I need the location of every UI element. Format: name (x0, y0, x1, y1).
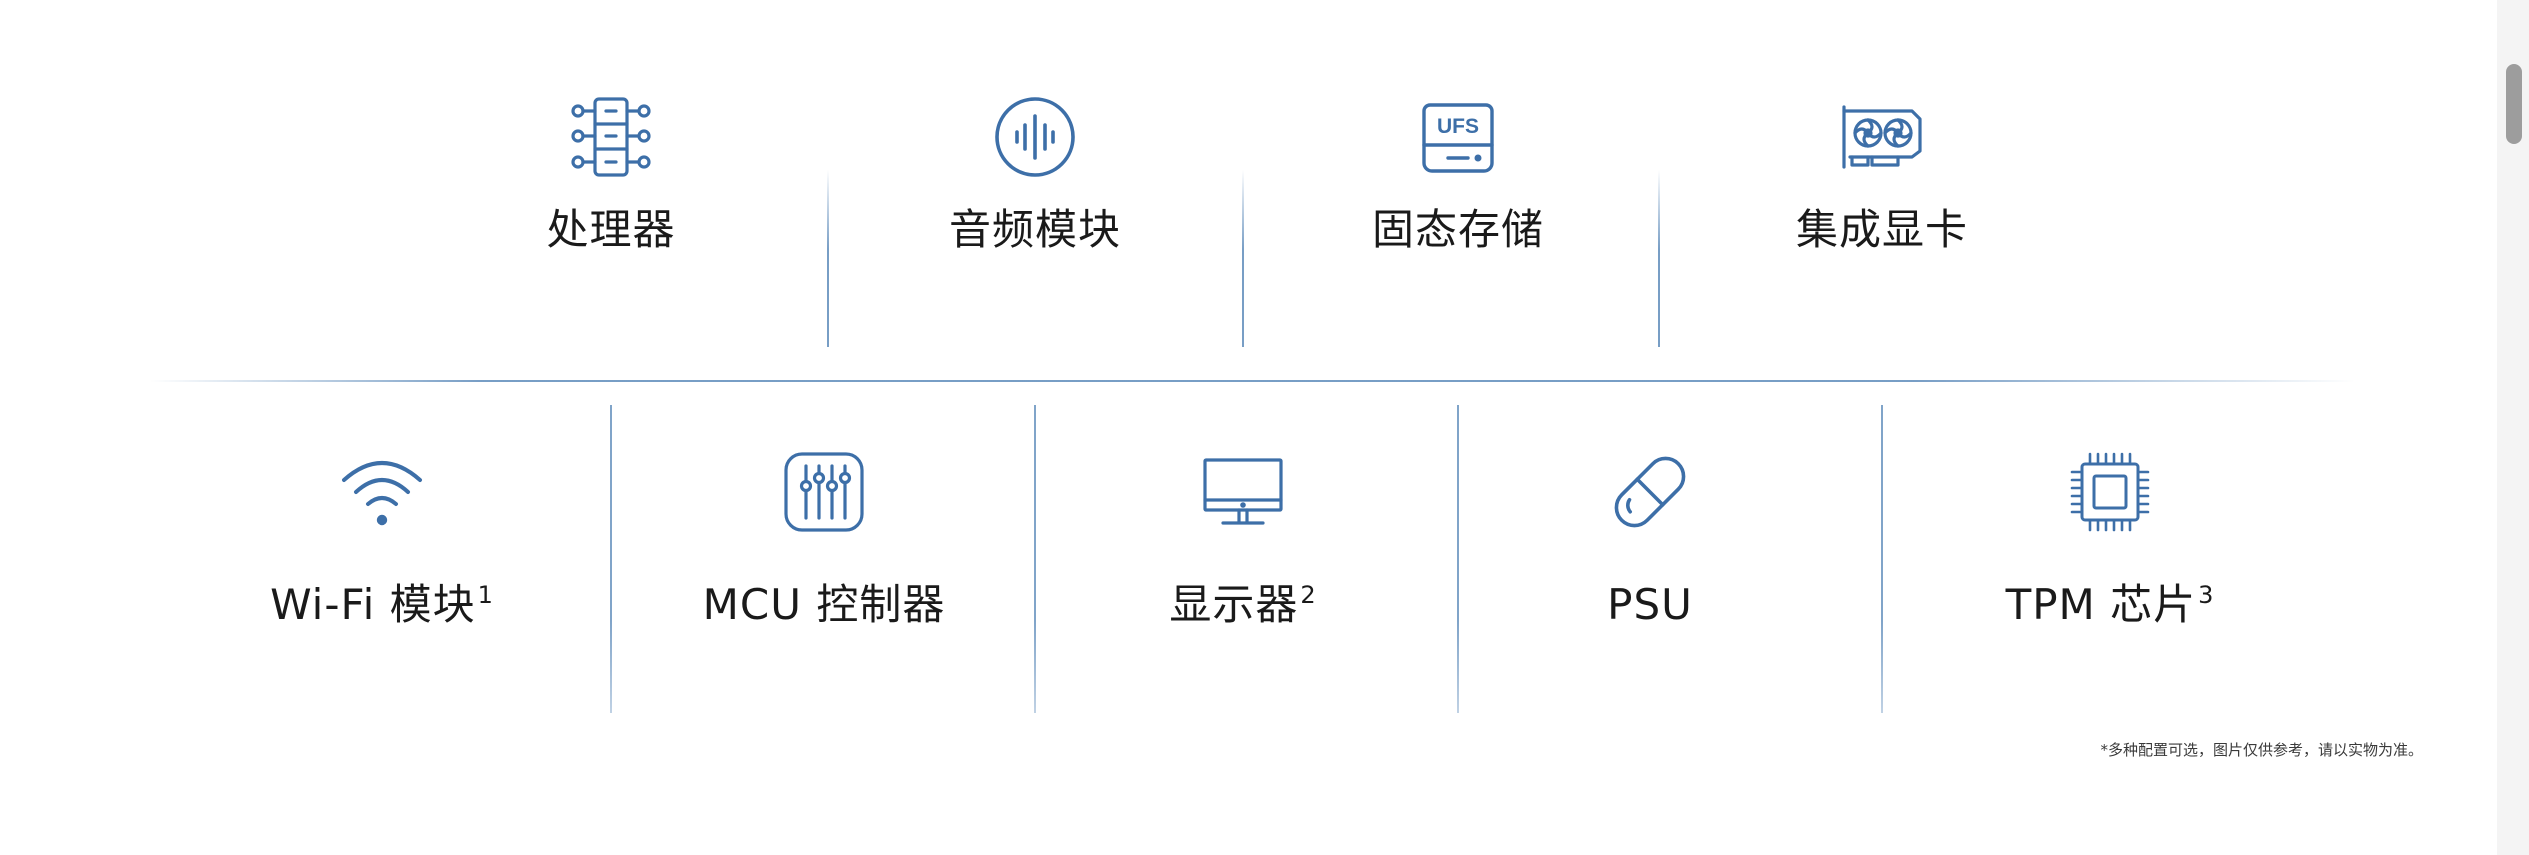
footnote-marker: 3 (2198, 581, 2215, 609)
ufs-storage-icon: UFS (1248, 95, 1668, 179)
wifi-icon (172, 450, 592, 534)
row2-divider (1034, 405, 1036, 713)
footnote-marker: 1 (477, 581, 494, 609)
row1-divider (1658, 170, 1660, 347)
page-scrollbar[interactable] (2497, 0, 2529, 855)
feature-psu: PSU (1440, 450, 1860, 630)
feature-label: MCU 控制器 (702, 580, 946, 629)
feature-mcu-controller: MCU 控制器 (614, 450, 1034, 630)
server-nodes-icon (401, 95, 821, 179)
graphics-card-icon (1672, 95, 2092, 179)
feature-label: 固态存储 (1371, 205, 1544, 254)
feature-tpm-chip: TPM 芯片3 (1900, 450, 2320, 630)
feature-label: 处理器 (546, 205, 676, 254)
feature-processor: 处理器 (401, 95, 821, 255)
row2-divider (1457, 405, 1459, 713)
capsule-icon (1440, 450, 1860, 534)
feature-label: Wi-Fi 模块1 (270, 580, 494, 629)
audio-wave-icon (825, 95, 1245, 179)
scrollbar-thumb[interactable] (2506, 64, 2522, 144)
footnote-marker: 2 (1300, 581, 1317, 609)
feature-display: 显示器2 (1033, 450, 1453, 630)
row-separator (150, 380, 2355, 382)
row1-divider (827, 170, 829, 347)
chip-icon (1900, 450, 2320, 534)
feature-ufs-storage: UFS 固态存储 (1248, 95, 1668, 255)
feature-label: TPM 芯片3 (2005, 580, 2215, 629)
monitor-icon (1033, 450, 1453, 534)
feature-label: PSU (1607, 580, 1693, 629)
svg-text:UFS: UFS (1437, 115, 1479, 138)
control-sliders-icon (614, 450, 1034, 534)
row1-divider (1242, 170, 1244, 347)
feature-wifi-module: Wi-Fi 模块1 (172, 450, 592, 630)
feature-audio-module: 音频模块 (825, 95, 1245, 255)
feature-label: 显示器2 (1169, 580, 1317, 629)
row2-divider (610, 405, 612, 713)
row2-divider (1881, 405, 1883, 713)
feature-label: 音频模块 (948, 205, 1121, 254)
feature-label: 集成显卡 (1795, 205, 1968, 254)
disclaimer-footnote: *多种配置可选，图片仅供参考，请以实物为准。 (2100, 741, 2423, 759)
feature-integrated-graphics: 集成显卡 (1672, 95, 2092, 255)
